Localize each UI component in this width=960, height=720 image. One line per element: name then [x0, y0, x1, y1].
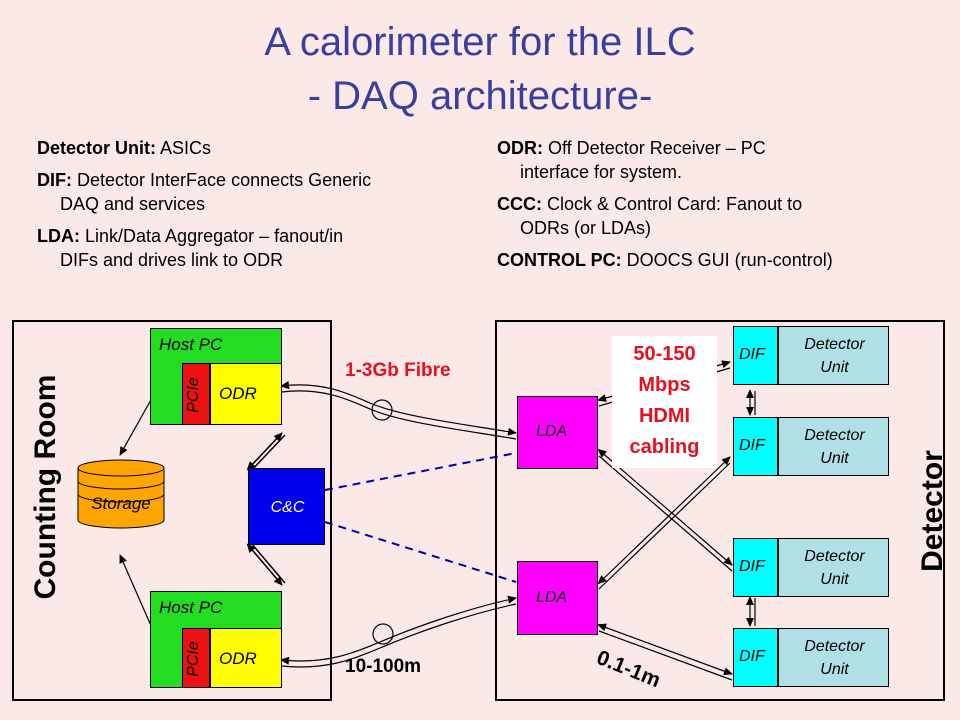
- def-detector-unit: Detector Unit: ASICs: [37, 136, 477, 160]
- hdmi-line-1: 50-150: [633, 343, 696, 365]
- def-text-cont: DAQ and services: [60, 194, 206, 214]
- def-dif: DIF: Detector InterFace connects Generic…: [37, 168, 477, 216]
- def-text: ASICs: [156, 138, 212, 158]
- counting-room-frame: [12, 320, 332, 701]
- detector-unit-3: Detector Unit: [778, 538, 889, 597]
- detector-frame: [495, 320, 945, 701]
- def-ccc: CCC: Clock & Control Card: Fanout to ODR…: [497, 192, 947, 240]
- dif-label: DIF: [739, 346, 765, 363]
- lda-bottom: LDA: [517, 561, 598, 635]
- detector-unit-4: Detector Unit: [778, 628, 889, 687]
- odr-bottom: ODR: [210, 628, 282, 688]
- detector-unit-line-2: Unit: [820, 450, 849, 467]
- dif-label: DIF: [739, 558, 765, 575]
- distance-label: 10-100m: [345, 656, 422, 677]
- def-term: ODR:: [497, 138, 543, 158]
- hdmi-line-2: Mbps: [638, 374, 691, 396]
- def-term: CONTROL PC:: [497, 250, 622, 270]
- def-text-cont: ODRs (or LDAs): [520, 218, 652, 238]
- detector-unit-line-1: Detector: [804, 336, 865, 353]
- cc-box: C&C: [248, 468, 325, 545]
- def-text: Link/Data Aggregator – fanout/in: [80, 226, 344, 246]
- def-text: Clock & Control Card: Fanout to: [542, 194, 803, 214]
- odr-label: ODR: [219, 384, 257, 403]
- lda-label: LDA: [536, 589, 568, 606]
- dif-4: DIF: [733, 628, 778, 687]
- def-term: DIF:: [37, 170, 72, 190]
- def-term: LDA:: [37, 226, 80, 246]
- odr-label: ODR: [219, 649, 257, 668]
- pcie-top: PCIe: [182, 363, 210, 425]
- hdmi-line-3: HDMI: [638, 405, 691, 427]
- def-term: CCC:: [497, 194, 542, 214]
- pcie-bottom: PCIe: [182, 628, 210, 688]
- title-line-1: A calorimeter for the ILC: [264, 20, 696, 64]
- def-odr: ODR: Off Detector Receiver – PC interfac…: [497, 136, 947, 184]
- detector-unit-line-2: Unit: [820, 571, 849, 588]
- detector-unit-line-2: Unit: [820, 359, 849, 376]
- def-text: DOOCS GUI (run-control): [621, 250, 833, 270]
- dif-1: DIF: [733, 326, 778, 385]
- def-text-cont: DIFs and drives link to ODR: [60, 250, 284, 270]
- definitions-left: Detector Unit: ASICs DIF: Detector Inter…: [37, 136, 477, 280]
- detector-unit-line-1: Detector: [804, 427, 865, 444]
- dif-2: DIF: [733, 417, 778, 476]
- fibre-bottom: [280, 595, 517, 668]
- lda-top: LDA: [517, 396, 598, 469]
- host-pc-label: Host PC: [159, 335, 223, 354]
- detector-unit-line-2: Unit: [820, 661, 849, 678]
- def-text: Off Detector Receiver – PC: [543, 138, 766, 158]
- dif-3: DIF: [733, 538, 778, 597]
- host-pc-label: Host PC: [159, 598, 223, 617]
- pcie-label: PCIe: [185, 641, 202, 677]
- odr-top: ODR: [210, 363, 282, 425]
- title-line-2: - DAQ architecture-: [307, 74, 653, 118]
- cc-label: C&C: [270, 499, 305, 516]
- detector-unit-2: Detector Unit: [778, 417, 889, 476]
- dif-label: DIF: [739, 437, 765, 454]
- def-text: Detector InterFace connects Generic: [72, 170, 372, 190]
- def-control-pc: CONTROL PC: DOOCS GUI (run-control): [497, 248, 947, 272]
- dif-label: DIF: [739, 648, 765, 665]
- def-text-cont: interface for system.: [520, 162, 683, 182]
- hdmi-line-4: cabling: [629, 436, 700, 458]
- def-lda: LDA: Link/Data Aggregator – fanout/in DI…: [37, 224, 477, 272]
- detector-unit-1: Detector Unit: [778, 326, 889, 385]
- fibre-label: 1-3Gb Fibre: [345, 360, 451, 381]
- lda-label: LDA: [536, 423, 568, 440]
- detector-unit-line-1: Detector: [804, 548, 865, 565]
- detector-unit-line-1: Detector: [804, 638, 865, 655]
- def-term: Detector Unit:: [37, 138, 157, 158]
- definitions-right: ODR: Off Detector Receiver – PC interfac…: [497, 136, 947, 280]
- hdmi-label: 50-150 Mbps HDMI cabling: [612, 336, 717, 468]
- pcie-label: PCIe: [185, 377, 202, 413]
- storage-label: Storage: [91, 494, 151, 513]
- fibre-top: [280, 381, 517, 440]
